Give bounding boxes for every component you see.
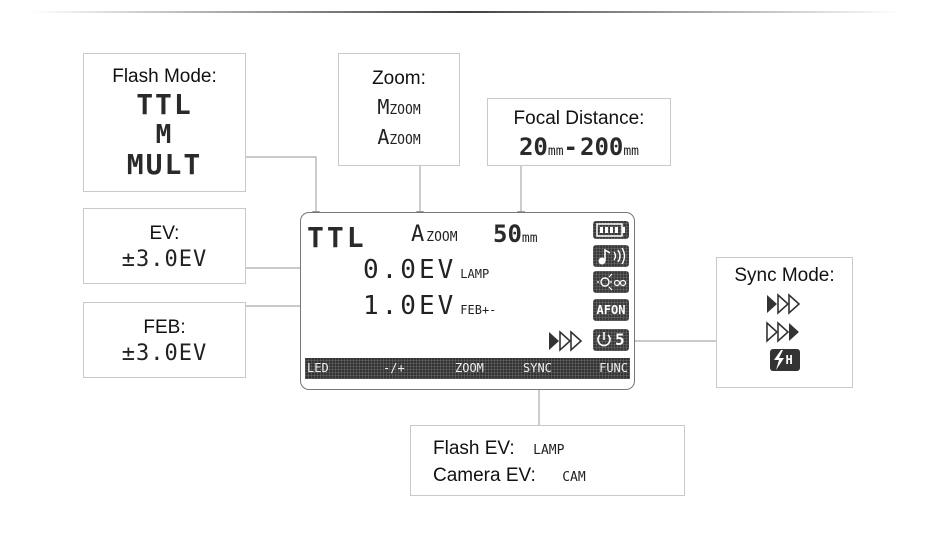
feb-range: ±3.0EV <box>121 341 208 366</box>
focal-title: Focal Distance: <box>513 108 645 129</box>
feb-title: FEB: <box>143 317 186 338</box>
softkey-led[interactable]: LED <box>307 361 329 375</box>
lcd-focal-distance: 50mm <box>493 220 538 248</box>
rear-curtain-sync-icon <box>765 321 799 343</box>
flash-bolt-icon <box>773 350 784 370</box>
softkey-func[interactable]: FUNC <box>599 361 628 375</box>
power-save-icon: 5 <box>593 329 629 351</box>
feb-callout: FEB: ±3.0EV <box>83 302 246 378</box>
zoom-callout: Zoom: MZOOM AZOOM <box>338 53 460 166</box>
focal-range: 20mm-200mm <box>518 133 640 161</box>
camera-ev-row: Camera EV: CAM <box>433 465 586 486</box>
connector-flash-mode <box>245 156 320 219</box>
sync-title: Sync Mode: <box>734 265 835 286</box>
sync-mode-callout: Sync Mode: H <box>716 257 853 388</box>
sound-icon <box>593 245 629 267</box>
softkey-sync[interactable]: SYNC <box>523 361 552 375</box>
ev-title: EV: <box>149 223 180 244</box>
header-divider <box>30 11 900 13</box>
zoom-auto: AZOOM <box>377 125 421 149</box>
flash-mode-title: Flash Mode: <box>112 66 217 87</box>
af-on-icon: AFON <box>593 299 629 321</box>
front-curtain-sync-icon <box>549 330 583 352</box>
lcd-flash-mode: TTL <box>307 221 367 254</box>
flash-mode-ttl: TTL <box>136 88 193 121</box>
ev-callout: EV: ±3.0EV <box>83 208 246 284</box>
flash-ev-row: Flash EV: LAMP <box>433 438 565 459</box>
flash-mode-m: M <box>155 120 174 150</box>
softkey-zoom[interactable]: ZOOM <box>455 361 484 375</box>
focus-assist-icon <box>593 271 629 293</box>
softkey-bar: LED -/+ ZOOM SYNC FUNC <box>305 358 630 379</box>
flash-mode-callout: Flash Mode: TTL M MULT <box>83 53 246 192</box>
softkey-plus-minus[interactable]: -/+ <box>383 361 405 375</box>
battery-icon <box>593 221 629 239</box>
lcd-sync-indicator <box>547 330 589 357</box>
zoom-title: Zoom: <box>372 68 426 89</box>
zoom-manual: MZOOM <box>377 95 421 119</box>
ev-source-callout: Flash EV: LAMP Camera EV: CAM <box>410 425 685 496</box>
focal-distance-callout: Focal Distance: 20mm-200mm <box>487 98 671 166</box>
high-speed-sync-icon: H <box>769 349 800 371</box>
ev-range: ±3.0EV <box>121 247 208 272</box>
flash-mode-mult: MULT <box>126 148 203 181</box>
front-curtain-sync-icon <box>766 293 800 315</box>
